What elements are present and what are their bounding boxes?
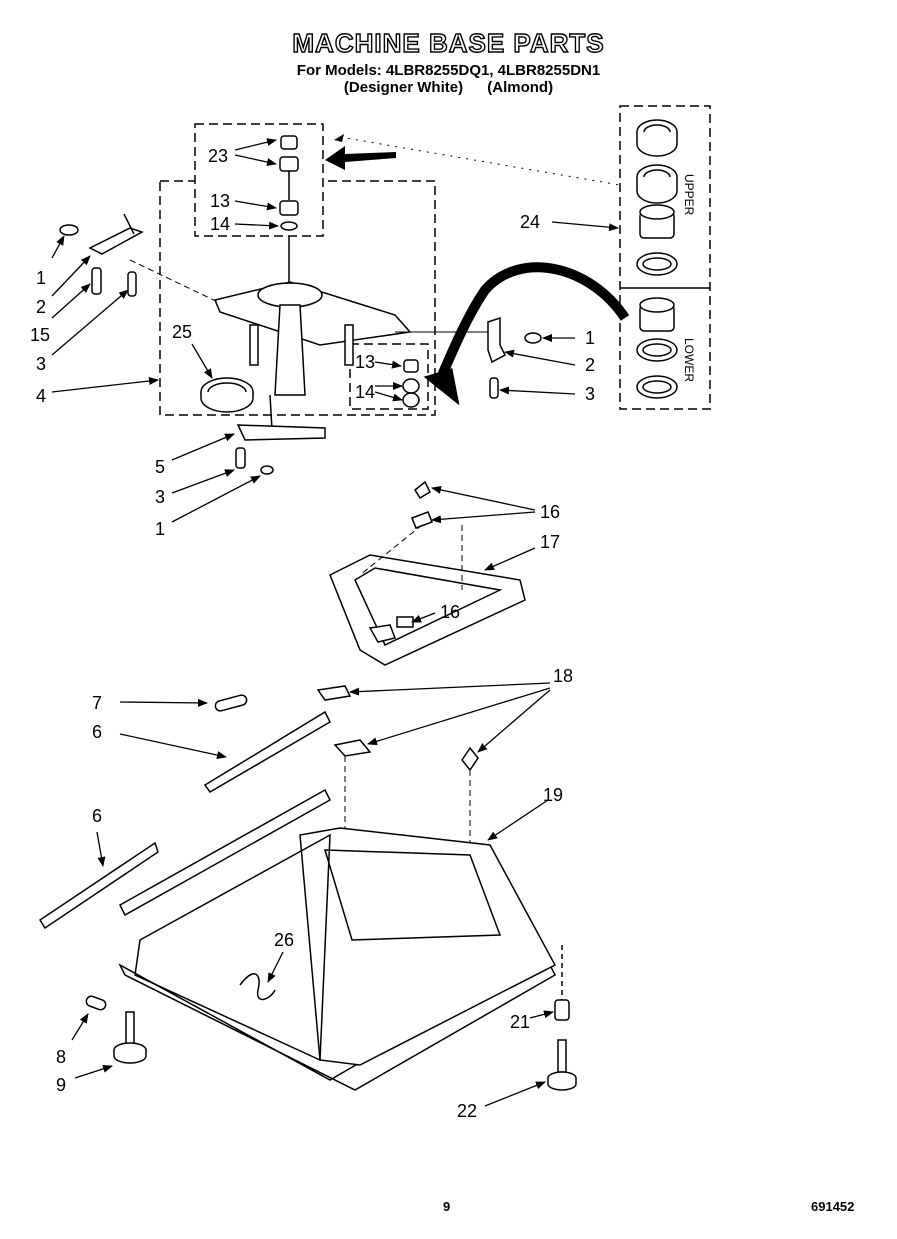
middle-parts: [203, 685, 479, 793]
callout-15: 15: [30, 325, 50, 345]
callout-16: 16: [540, 502, 560, 522]
callout-8: 8: [56, 1047, 66, 1067]
side-bushings: [402, 359, 420, 408]
document-number: 691452: [811, 1199, 855, 1214]
callout-2-right: 2: [585, 355, 595, 375]
callout-25: 25: [172, 322, 192, 342]
callout-19: 19: [543, 785, 563, 805]
callout-6-lower: 6: [92, 806, 102, 826]
dashed-group-boxes: [159, 105, 711, 416]
color-variants: (Designer White) (Almond): [0, 79, 897, 96]
upper-bushing-kit: [636, 119, 678, 276]
callout-6: 6: [92, 722, 102, 742]
lower-bushing-kit: [636, 297, 678, 399]
variant-designer-white: (Designer White): [343, 79, 464, 96]
right-bracket-parts: [487, 316, 542, 399]
models-line: For Models: 4LBR8255DQ1, 4LBR8255DN1: [296, 62, 601, 79]
callout-14-right: 14: [355, 382, 375, 402]
callout-3-lower: 3: [155, 487, 165, 507]
wire-26: [239, 973, 276, 1001]
frame-dashed-leaders: [359, 524, 463, 590]
page-number: 9: [443, 1199, 451, 1214]
left-dashed-leader: [129, 259, 221, 304]
callout-7: 7: [92, 693, 102, 713]
callout-4: 4: [36, 386, 46, 406]
kit-leader-dotted: [339, 136, 621, 186]
base-dashed-leaders: [344, 756, 471, 935]
upper-bushing-box: [194, 123, 324, 237]
callout-numbers: 23 13 14 1 2 15 3 4 25 24 1 2 3 13 14 5 …: [30, 146, 595, 1121]
callout-1-lower: 1: [155, 519, 165, 539]
callout-26: 26: [274, 930, 294, 950]
callout-1: 1: [36, 268, 46, 288]
callout-3-right: 3: [585, 384, 595, 404]
kit-label-upper: UPPER: [682, 174, 696, 216]
curved-arrow-head-icon: [423, 368, 460, 406]
drive-assembly-box: [159, 180, 436, 416]
callout-9: 9: [56, 1075, 66, 1095]
small-arrow-icon: [334, 134, 344, 142]
page-title: MACHINE BASE PARTS: [292, 27, 605, 58]
upper-bushings: [279, 135, 299, 231]
curved-arrow-body: [435, 262, 630, 382]
drive-assembly: [213, 236, 412, 431]
callout-22: 22: [457, 1101, 477, 1121]
callout-24: 24: [520, 212, 540, 232]
callout-18: 18: [553, 666, 573, 686]
callout-17: 17: [540, 532, 560, 552]
callout-23: 23: [208, 146, 228, 166]
callout-leaders: [51, 138, 619, 1107]
callout-13: 13: [210, 191, 230, 211]
support-frame-17: [329, 480, 526, 666]
machine-base-19: [38, 788, 557, 1091]
callout-2: 2: [36, 297, 46, 317]
callout-16-lower: 16: [440, 602, 460, 622]
lower-bracket-parts: [235, 424, 326, 475]
leveling-feet: [85, 945, 577, 1091]
ring-25: [200, 377, 254, 413]
callout-14: 14: [210, 214, 230, 234]
kit-label-lower: LOWER: [682, 338, 696, 382]
callout-5: 5: [155, 457, 165, 477]
callout-13-right: 13: [355, 352, 375, 372]
left-bracket-parts: [59, 213, 144, 297]
callout-3: 3: [36, 354, 46, 374]
variant-almond: (Almond): [487, 79, 554, 96]
callout-21: 21: [510, 1012, 530, 1032]
callout-1-right: 1: [585, 328, 595, 348]
big-arrow-left-icon: [325, 146, 396, 170]
